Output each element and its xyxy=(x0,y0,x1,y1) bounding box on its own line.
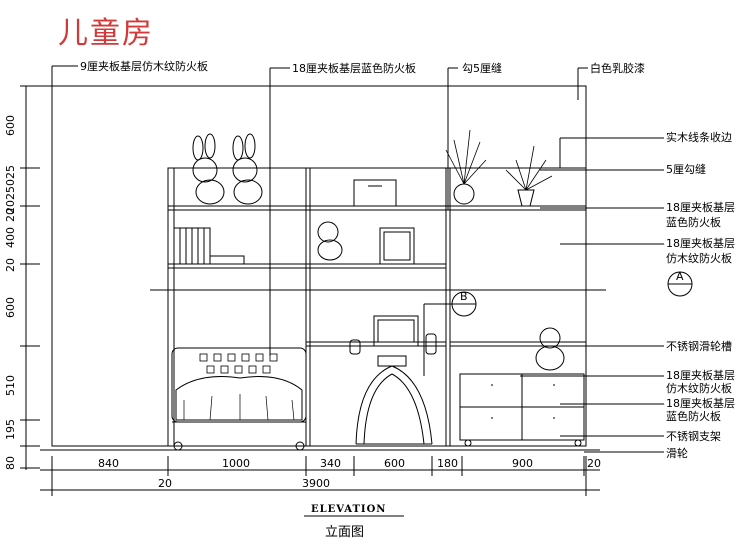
bed xyxy=(171,347,307,423)
chair xyxy=(355,365,433,445)
label-right-7a: 18厘夹板基层 xyxy=(666,397,735,410)
label-top-1: 9厘夹板基层仿木纹防火板 xyxy=(80,60,208,73)
dim-total-left: 20 xyxy=(158,477,172,490)
label-right-1: 实木线条收边 xyxy=(666,131,732,144)
label-right-3a: 18厘夹板基层 xyxy=(666,201,735,214)
dim-v-6: 600 xyxy=(4,297,17,318)
elevation-label: ELEVATION xyxy=(311,504,387,515)
section-tag-b: B xyxy=(460,290,468,303)
label-top-2: 18厘夹板基层蓝色防火板 xyxy=(292,62,416,75)
dim-h-4: 600 xyxy=(384,457,405,470)
dim-v-7: 510 xyxy=(4,375,17,396)
wall-frame xyxy=(51,85,587,447)
dim-v-8: 195 xyxy=(4,419,17,440)
plush-toys xyxy=(192,133,565,371)
section-tag-a: A xyxy=(676,270,684,283)
dim-h-6: 900 xyxy=(512,457,533,470)
label-right-7b: 蓝色防火板 xyxy=(666,410,721,423)
dim-v-9: 80 xyxy=(4,456,17,470)
label-right-6a: 18厘夹板基层 xyxy=(666,369,735,382)
label-right-4b: 仿木纹防火板 xyxy=(666,252,732,265)
dim-v-3: 20 xyxy=(4,208,17,222)
plant-vase xyxy=(445,129,553,207)
cabinet-body xyxy=(167,167,587,447)
dim-v-5: 20 xyxy=(4,258,17,272)
label-right-9: 滑轮 xyxy=(666,447,688,460)
dim-v-4: 400 xyxy=(4,227,17,248)
label-top-3: 勾5厘缝 xyxy=(462,62,502,75)
elevation-subtitle: 立面图 xyxy=(325,525,365,540)
label-right-3b: 蓝色防火板 xyxy=(666,216,721,229)
picture-frame xyxy=(379,227,415,265)
label-right-2: 5厘勾缝 xyxy=(666,163,706,176)
label-top-4: 白色乳胶漆 xyxy=(590,62,645,75)
dim-v-1: 600 xyxy=(4,115,17,136)
dim-h-5: 180 xyxy=(437,457,458,470)
storage-box xyxy=(353,179,397,207)
label-right-4a: 18厘夹板基层 xyxy=(666,237,735,250)
dim-h-1: 840 xyxy=(98,457,119,470)
label-right-8: 不锈钢支架 xyxy=(666,430,721,443)
books xyxy=(173,227,245,265)
label-right-5: 不锈钢滑轮槽 xyxy=(666,340,732,353)
dim-h-2: 1000 xyxy=(222,457,250,470)
laptop xyxy=(373,315,419,347)
dim-h-3: 340 xyxy=(320,457,341,470)
dim-v-2: 2025025 xyxy=(4,165,17,214)
dim-h-7: 20 xyxy=(587,457,601,470)
dim-total: 3900 xyxy=(302,477,330,490)
drawing-title: 儿童房 xyxy=(58,16,154,51)
label-right-6b: 仿木纹防火板 xyxy=(666,382,732,395)
